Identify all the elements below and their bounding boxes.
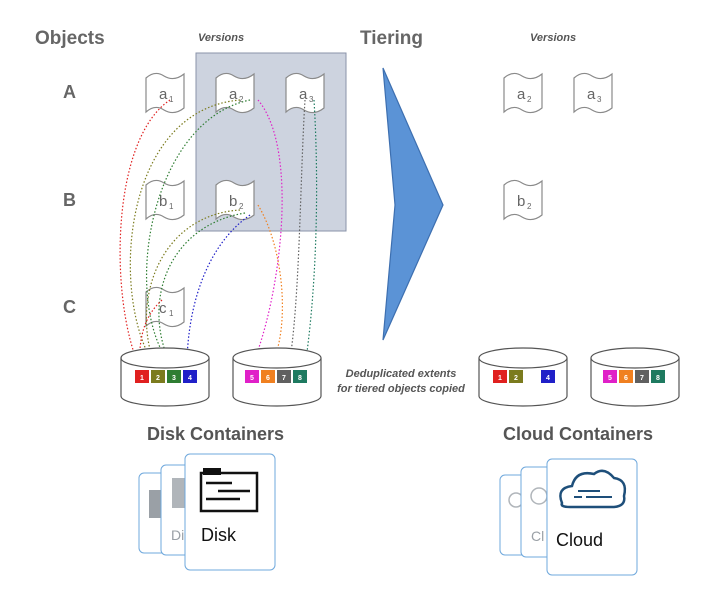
svg-text:8: 8	[298, 375, 302, 382]
cloud-extent-8	[651, 370, 665, 383]
cloud-containers-title: Cloud Containers	[503, 424, 653, 444]
dedup-note-line1: Deduplicated extents	[346, 368, 457, 380]
extent-6	[261, 370, 275, 383]
doc-c1: c 1	[145, 286, 185, 328]
svg-text:a: a	[517, 86, 526, 103]
disk-containers-title: Disk Containers	[147, 424, 284, 444]
dedup-note-line2: for tiered objects copied	[337, 383, 465, 395]
svg-text:5: 5	[250, 375, 254, 382]
svg-text:b: b	[517, 193, 525, 210]
svg-text:2: 2	[239, 95, 244, 104]
objects-heading: Objects	[35, 28, 105, 49]
row-label-b: B	[63, 190, 76, 210]
disk-card-stack: Di Disk	[138, 453, 276, 571]
extent-5	[245, 370, 259, 383]
cloud-card-stack: Cl Cloud	[499, 458, 638, 576]
svg-text:2: 2	[527, 95, 532, 104]
disk-card-back-label: Di	[171, 527, 184, 543]
connector-b2-2	[145, 209, 241, 367]
cloud-container-1: 1 2 4	[478, 347, 568, 407]
disk-container-1: 1 2 3 4	[120, 347, 210, 407]
cloud-extent-7	[635, 370, 649, 383]
svg-text:a: a	[299, 86, 308, 103]
svg-text:6: 6	[624, 375, 628, 382]
doc-a2: a 2	[215, 72, 255, 114]
svg-text:1: 1	[140, 375, 144, 382]
svg-text:3: 3	[309, 95, 314, 104]
doc-a1: a 1	[145, 72, 185, 114]
doc-b1: b 1	[145, 179, 185, 221]
doc-tiered-b2: b 2	[503, 179, 543, 221]
connector-a2-2	[129, 99, 241, 367]
connector-a3-7	[288, 99, 306, 367]
disk-card-label: Disk	[201, 525, 237, 545]
extent-1	[135, 370, 149, 383]
doc-tiered-a2: a 2	[503, 72, 543, 114]
versions-heading-left: Versions	[198, 32, 244, 44]
svg-text:4: 4	[188, 375, 192, 382]
svg-text:7: 7	[282, 375, 286, 382]
svg-text:c: c	[159, 300, 167, 317]
svg-text:3: 3	[172, 375, 176, 382]
disk-container-2: 5 6 7 8	[232, 347, 322, 407]
connector-a2-3	[146, 99, 251, 367]
extent-8	[293, 370, 307, 383]
svg-text:3: 3	[597, 95, 602, 104]
extent-2	[151, 370, 165, 383]
versions-heading-right: Versions	[530, 32, 576, 44]
cloud-card-label: Cloud	[556, 530, 603, 550]
svg-text:8: 8	[656, 375, 660, 382]
svg-text:2: 2	[239, 202, 244, 211]
tiering-arrow	[382, 67, 444, 341]
svg-text:4: 4	[546, 375, 550, 382]
svg-text:2: 2	[514, 375, 518, 382]
svg-text:a: a	[587, 86, 596, 103]
cloud-card-back-label: Cl	[531, 528, 544, 544]
doc-tiered-a3: a 3	[573, 72, 613, 114]
cloud-extent-4	[541, 370, 555, 383]
svg-text:a: a	[159, 86, 168, 103]
svg-text:7: 7	[640, 375, 644, 382]
disk-card-back-1-icon	[172, 478, 186, 508]
svg-text:2: 2	[527, 202, 532, 211]
svg-text:1: 1	[169, 309, 174, 318]
svg-text:1: 1	[169, 95, 174, 104]
svg-text:1: 1	[169, 202, 174, 211]
svg-text:6: 6	[266, 375, 270, 382]
doc-b2: b 2	[215, 179, 255, 221]
connector-a1-1	[119, 99, 171, 367]
disk-icon	[199, 468, 259, 513]
cloud-extent-1	[493, 370, 507, 383]
connector-a3-8	[304, 99, 318, 367]
doc-a3: a 3	[285, 72, 325, 114]
extent-7	[277, 370, 291, 383]
svg-text:5: 5	[608, 375, 612, 382]
tiering-heading: Tiering	[360, 28, 423, 49]
extent-3	[167, 370, 181, 383]
svg-text:b: b	[229, 193, 237, 210]
svg-text:b: b	[159, 193, 167, 210]
extent-connectors	[119, 99, 318, 367]
cloud-extent-2	[509, 370, 523, 383]
disk-card-back-2-icon	[149, 490, 161, 518]
svg-text:1: 1	[498, 375, 502, 382]
row-label-a: A	[63, 82, 76, 102]
svg-text:2: 2	[156, 375, 160, 382]
cloud-extent-6	[619, 370, 633, 383]
cloud-container-2: 5 6 7 8	[590, 347, 680, 407]
svg-text:a: a	[229, 86, 238, 103]
connector-c1-1	[138, 299, 163, 367]
extent-4	[183, 370, 197, 383]
cloud-extent-5	[603, 370, 617, 383]
connector-b2-4	[186, 214, 251, 367]
row-label-c: C	[63, 297, 76, 317]
cloud-icon	[559, 469, 627, 509]
connector-b2-3	[158, 212, 246, 367]
